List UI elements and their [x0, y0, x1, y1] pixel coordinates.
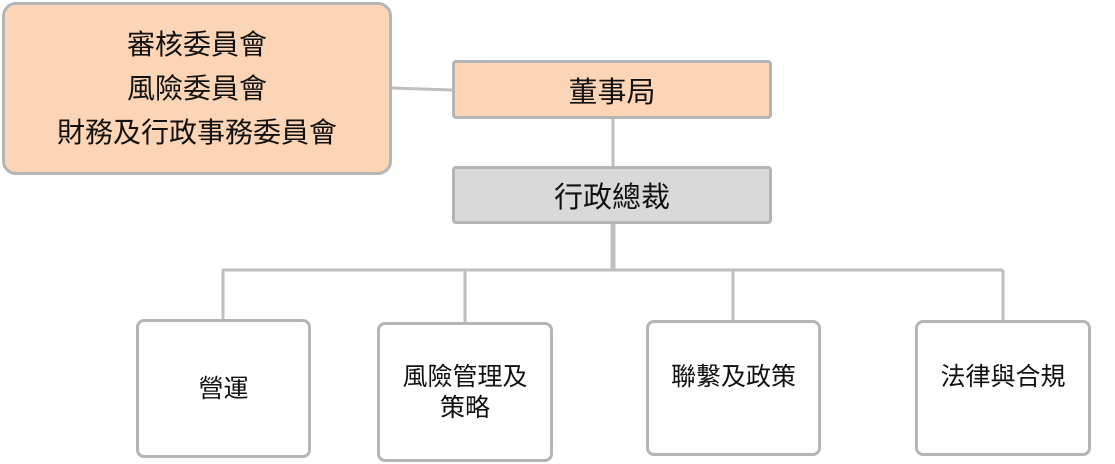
risk-committee-label: 風險委員會	[126, 71, 267, 105]
committee-board-connector	[391, 86, 453, 92]
risk-strategy-label-line2: 策略	[439, 393, 490, 422]
board-box: 董事局	[452, 60, 772, 119]
board-label: 董事局	[568, 74, 656, 109]
audit-committee-label: 審核委員會	[126, 27, 267, 61]
ceo-label: 行政總裁	[553, 180, 670, 214]
risk-strategy-label-line1: 風險管理及	[402, 362, 528, 391]
liaison-policy-label: 聯繫及政策	[670, 362, 796, 391]
risk-strategy-text: 風險管理及 策略	[395, 361, 535, 423]
operations-label: 營運	[198, 374, 249, 403]
ceo-box: 行政總裁	[452, 166, 772, 224]
liaison-policy-box: 聯繫及政策	[646, 320, 821, 456]
operations-box: 營運	[136, 319, 311, 458]
committees-box: 審核委員會 風險委員會 財務及行政事務委員會	[2, 2, 392, 175]
legal-compliance-label: 法律與合規	[940, 362, 1066, 391]
risk-strategy-box: 風險管理及 策略	[377, 322, 553, 462]
legal-compliance-box: 法律與合規	[915, 320, 1091, 456]
finance-admin-committee-label: 財務及行政事務委員會	[56, 115, 337, 149]
